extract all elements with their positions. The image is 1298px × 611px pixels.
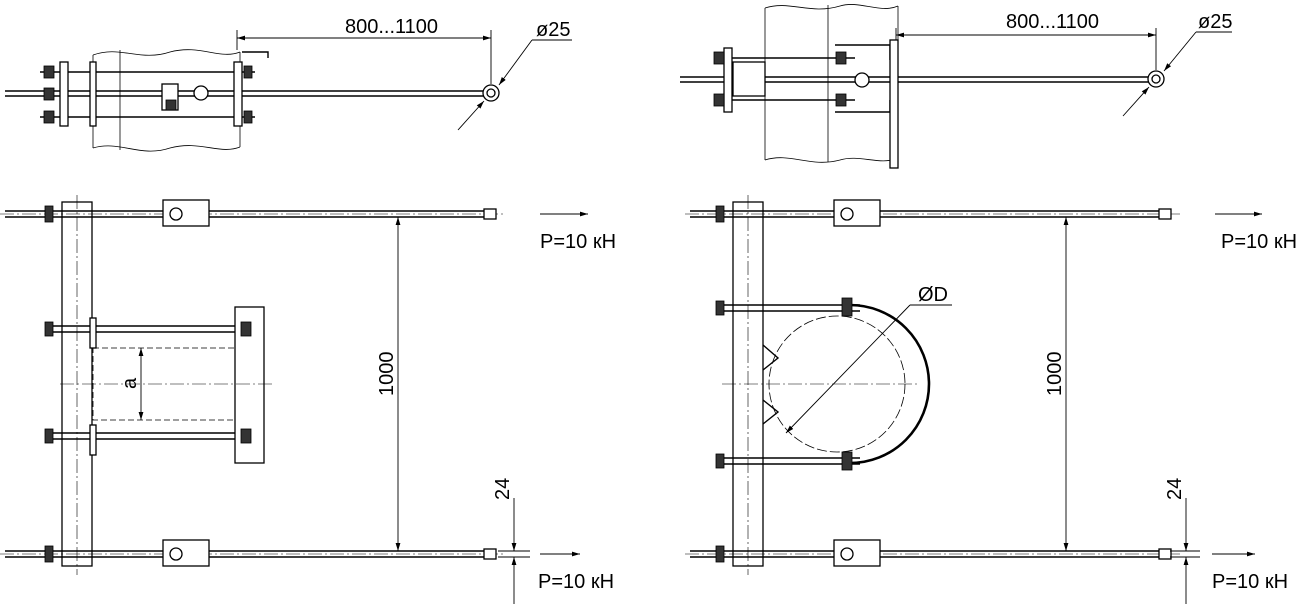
load-label-bottom-right: P=10 кН: [1212, 571, 1288, 593]
top-left-view: [5, 30, 572, 152]
length-label-right: 800...1100: [1006, 11, 1099, 33]
span-label-left: 1000: [376, 352, 398, 397]
bottom-left-view: [0, 195, 588, 604]
offset-label-right: 24: [1164, 478, 1186, 500]
bottom-right-view: [685, 195, 1262, 604]
offset-label-left: 24: [492, 478, 514, 500]
diameter-label-left: ø25: [536, 19, 570, 41]
top-right-view: [680, 4, 1232, 169]
load-label-bottom-left: P=10 кН: [538, 571, 614, 593]
load-label-top-left: P=10 кН: [540, 231, 616, 253]
load-label-top-right: P=10 кН: [1221, 231, 1297, 253]
length-label-left: 800...1100: [345, 16, 438, 38]
diameter-label-right: ø25: [1198, 11, 1232, 33]
span-label-right: 1000: [1044, 352, 1066, 397]
width-label: a: [119, 377, 141, 389]
pipe-diameter-label: ØD: [918, 284, 948, 306]
